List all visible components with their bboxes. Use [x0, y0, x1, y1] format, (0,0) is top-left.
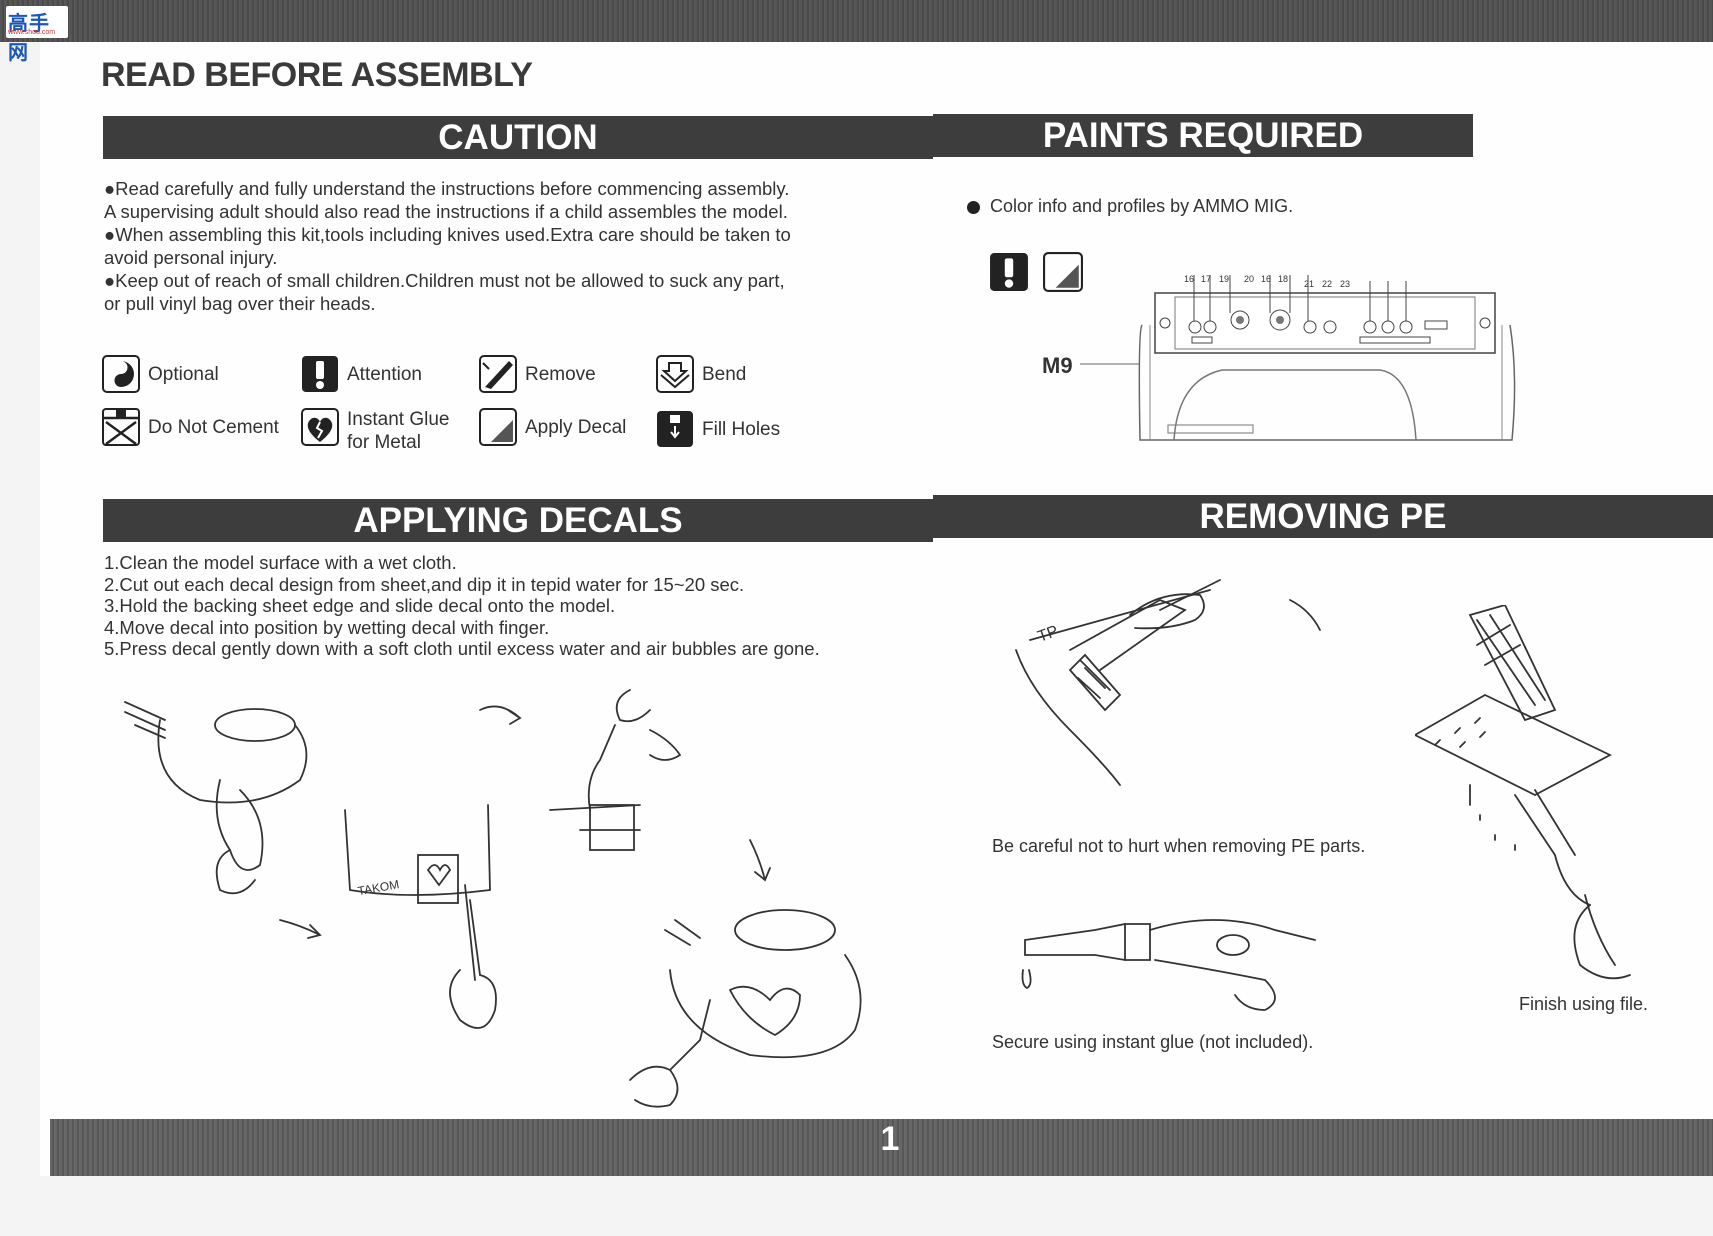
fill-holes-icon — [657, 411, 693, 447]
paints-heading: PAINTS REQUIRED — [933, 114, 1473, 157]
decal-step: 2.Cut out each decal design from sheet,a… — [104, 573, 745, 595]
legend-remove: Remove — [479, 355, 596, 393]
legend-attention: Attention — [301, 355, 422, 393]
attention-icon — [990, 253, 1028, 291]
pe-caption-3: Finish using file. — [1519, 994, 1649, 1014]
pe-caption-2: Secure using instant glue (not included)… — [992, 1032, 1314, 1052]
legend-label: Fill Holes — [702, 418, 781, 440]
decal-step: 4.Move decal into position by wetting de… — [104, 616, 550, 638]
callout-number: 21 — [1304, 279, 1314, 289]
callout-number: 20 — [1244, 274, 1254, 284]
bend-icon — [656, 355, 694, 393]
callout-number: 17 — [1201, 274, 1211, 284]
legend-do-not-cement: Do Not Cement — [102, 408, 279, 446]
decal-step: 3.Hold the backing sheet edge and slide … — [104, 595, 616, 616]
caution-line: ●When assembling this kit,tools includin… — [104, 224, 791, 245]
legend-label: Apply Decal — [525, 416, 627, 438]
instant-glue-icon — [301, 408, 339, 446]
decal-step: 5.Press decal gently down with a soft cl… — [104, 638, 820, 659]
paints-note-text: Color info and profiles by AMMO MIG. — [990, 196, 1294, 216]
callout-number: 19 — [1219, 274, 1229, 284]
watermark-logo: 高手网 www.shou.com — [6, 6, 68, 64]
page-number: 1 — [880, 1120, 900, 1158]
legend-apply-decal: Apply Decal — [479, 408, 626, 446]
legend-label: Do Not Cement — [148, 416, 279, 438]
watermark-url: www.shou.com — [8, 29, 56, 36]
legend-fill-holes: Fill Holes — [656, 410, 780, 448]
legend-label: Instant Glue for Metal — [347, 409, 450, 453]
pe-file-illustration — [1415, 605, 1631, 980]
bottom-scan-bar — [50, 1119, 1713, 1176]
optional-icon — [102, 355, 140, 393]
pe-glue-illustration — [1021, 919, 1316, 1011]
legend-optional: Optional — [102, 355, 219, 393]
top-scan-bar — [0, 0, 1713, 42]
bullet-icon — [967, 201, 980, 214]
watermark-text: 高手网 — [8, 13, 50, 64]
decal-step: 1.Clean the model surface with a wet clo… — [104, 552, 457, 573]
instruction-page — [40, 42, 1713, 1176]
paints-note: Color info and profiles by AMMO MIG. — [967, 196, 1294, 217]
decals-heading: APPLYING DECALS — [103, 499, 933, 542]
legend-label: Optional — [148, 363, 219, 385]
legend-label: Bend — [702, 363, 747, 385]
pe-cutting-illustration: TP — [1015, 579, 1321, 786]
m9-part-diagram: 16 17 19 20 16 18 21 22 23 — [1080, 274, 1516, 441]
legend-instant-glue: Instant Glue for Metal — [301, 408, 449, 454]
apply-decal-icon — [479, 408, 517, 446]
legend-bend: Bend — [656, 355, 746, 393]
callout-number: 18 — [1278, 274, 1288, 284]
caution-line: ●Keep out of reach of small children.Chi… — [104, 270, 785, 291]
remove-icon — [479, 355, 517, 393]
caution-line: or pull vinyl bag over their heads. — [104, 293, 376, 314]
pe-heading: REMOVING PE — [933, 495, 1713, 538]
caution-line: avoid personal injury. — [104, 247, 278, 268]
decals-steps: 1.Clean the model surface with a wet clo… — [104, 552, 944, 660]
callout-number: 16 — [1184, 274, 1194, 284]
caution-heading: CAUTION — [103, 116, 933, 159]
part-label: M9 — [1042, 353, 1073, 378]
pe-caption-1: Be careful not to hurt when removing PE … — [992, 836, 1366, 856]
caution-text: ●Read carefully and fully understand the… — [104, 177, 944, 315]
callout-labels: 16 17 19 20 16 18 21 22 23 — [1184, 274, 1350, 289]
page-title: READ BEFORE ASSEMBLY — [101, 56, 533, 94]
decal-steps-illustration: TAKOM — [124, 689, 862, 1108]
apply-decal-icon — [1043, 252, 1083, 292]
caution-line: A supervising adult should also read the… — [104, 201, 788, 222]
caution-line: ●Read carefully and fully understand the… — [104, 178, 790, 199]
legend-label: Remove — [525, 363, 596, 385]
legend-label: Attention — [347, 363, 422, 385]
callout-number: 22 — [1322, 279, 1332, 289]
callout-number: 23 — [1340, 279, 1350, 289]
do-not-cement-icon — [102, 408, 140, 446]
attention-icon — [302, 356, 338, 392]
callout-number: 16 — [1261, 274, 1271, 284]
pe-fret-label: TP — [1036, 623, 1061, 646]
